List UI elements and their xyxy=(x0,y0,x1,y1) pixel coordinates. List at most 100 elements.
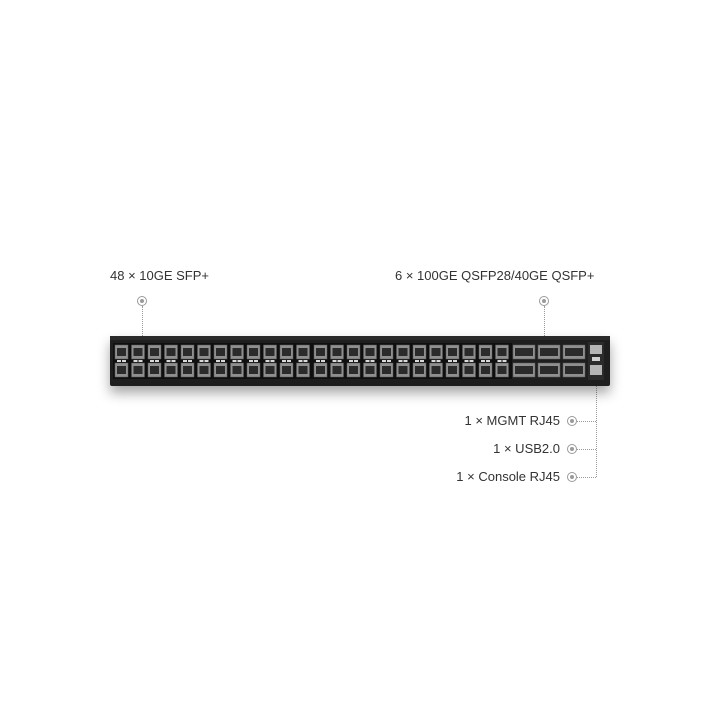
sfp-port-cavity xyxy=(349,348,358,356)
mgmt-rj45-port xyxy=(590,345,602,354)
sfp-port-cavity xyxy=(265,348,275,356)
port-led xyxy=(199,360,204,362)
mgmt-callout-line xyxy=(577,421,596,422)
port-led xyxy=(453,360,457,362)
sfp-port-cavity xyxy=(332,366,342,374)
sfp-port-cavity xyxy=(398,348,408,356)
sfp-port-cavity xyxy=(133,366,143,374)
port-led xyxy=(481,360,485,362)
port-led xyxy=(370,360,375,362)
sfp-callout-line xyxy=(142,306,143,336)
sfp-port-cavity xyxy=(365,348,375,356)
sfp-port-cavity xyxy=(199,366,209,374)
port-led xyxy=(298,360,303,362)
port-led xyxy=(486,360,490,362)
sfp-callout-marker xyxy=(137,296,147,306)
port-led xyxy=(237,360,242,362)
sfp-port-cavity xyxy=(415,366,424,374)
sfp-port-cavity xyxy=(232,366,242,374)
port-led xyxy=(349,360,353,362)
port-led xyxy=(502,360,507,362)
qsfp-port-cavity xyxy=(515,366,533,374)
sfp-port-cavity xyxy=(349,366,358,374)
sfp-port-cavity xyxy=(398,366,408,374)
network-switch-front-panel xyxy=(110,336,610,386)
sfp-port-cavity xyxy=(316,348,325,356)
qsfp-ports-label: 6 × 100GE QSFP28/40GE QSFP+ xyxy=(395,268,595,283)
qsfp-port-cavity xyxy=(515,348,533,356)
port-led xyxy=(188,360,192,362)
sfp-port-cavity xyxy=(448,348,457,356)
port-led xyxy=(232,360,237,362)
sfp-port-cavity xyxy=(199,348,209,356)
port-led xyxy=(254,360,258,362)
sfp-block-bezel xyxy=(312,343,512,379)
sfp-port-cavity xyxy=(117,366,126,374)
port-led xyxy=(332,360,337,362)
port-led xyxy=(150,360,154,362)
sfp-port-cavity xyxy=(415,348,424,356)
sfp-block-bezel xyxy=(113,343,313,379)
usb-callout-marker xyxy=(567,444,577,454)
port-led xyxy=(287,360,291,362)
sfp-port-cavity xyxy=(249,348,258,356)
port-led xyxy=(204,360,209,362)
sfp-port-cavity xyxy=(497,348,507,356)
console-port-label: 1 × Console RJ45 xyxy=(456,469,560,484)
management-port-block xyxy=(588,342,604,380)
qsfp-callout-line xyxy=(544,306,545,336)
sfp-port-cavity xyxy=(298,366,308,374)
sfp-port-cavity xyxy=(464,348,474,356)
console-callout-marker xyxy=(567,472,577,482)
sfp-port-cavity xyxy=(232,348,242,356)
port-led xyxy=(337,360,342,362)
port-led xyxy=(171,360,176,362)
mgmt-callout-marker xyxy=(567,416,577,426)
sfp-port-cavity xyxy=(431,348,441,356)
usb-port xyxy=(592,357,600,361)
port-led xyxy=(420,360,424,362)
port-led xyxy=(354,360,358,362)
port-led xyxy=(469,360,474,362)
port-led xyxy=(464,360,469,362)
usb-callout-line xyxy=(577,449,596,450)
qsfp-port-cavity xyxy=(565,366,583,374)
port-led xyxy=(303,360,308,362)
sfp-port-cavity xyxy=(481,348,490,356)
sfp-port-cavity xyxy=(265,366,275,374)
port-led xyxy=(497,360,502,362)
sfp-port-cavity xyxy=(365,366,375,374)
qsfp-port-cavity xyxy=(540,348,558,356)
sfp-port-cavity xyxy=(332,348,342,356)
qsfp-callout-marker xyxy=(539,296,549,306)
sfp-port-cavity xyxy=(216,348,225,356)
port-led xyxy=(122,360,126,362)
sfp-port-cavity xyxy=(481,366,490,374)
sfp-port-cavity xyxy=(282,366,291,374)
port-led xyxy=(270,360,275,362)
port-led xyxy=(138,360,143,362)
console-callout-line xyxy=(577,477,596,478)
sfp-port-cavity xyxy=(133,348,143,356)
sfp-port-cavity xyxy=(117,348,126,356)
sfp-port-cavity xyxy=(249,366,258,374)
port-led xyxy=(365,360,370,362)
sfp-port-cavity xyxy=(150,366,159,374)
sfp-port-cavity xyxy=(216,366,225,374)
port-led xyxy=(431,360,436,362)
sfp-port-cavity xyxy=(382,348,391,356)
port-led xyxy=(387,360,391,362)
sfp-port-cavity xyxy=(464,366,474,374)
port-led xyxy=(398,360,403,362)
sfp-port-cavity xyxy=(382,366,391,374)
sfp-port-cavity xyxy=(497,366,507,374)
port-led xyxy=(265,360,270,362)
sfp-port-cavity xyxy=(316,366,325,374)
sfp-port-cavity xyxy=(431,366,441,374)
sfp-port-cavity xyxy=(183,366,192,374)
sfp-port-cavity xyxy=(166,348,176,356)
qsfp-port-block xyxy=(512,344,586,378)
port-led xyxy=(382,360,386,362)
port-led xyxy=(216,360,220,362)
port-led xyxy=(166,360,171,362)
